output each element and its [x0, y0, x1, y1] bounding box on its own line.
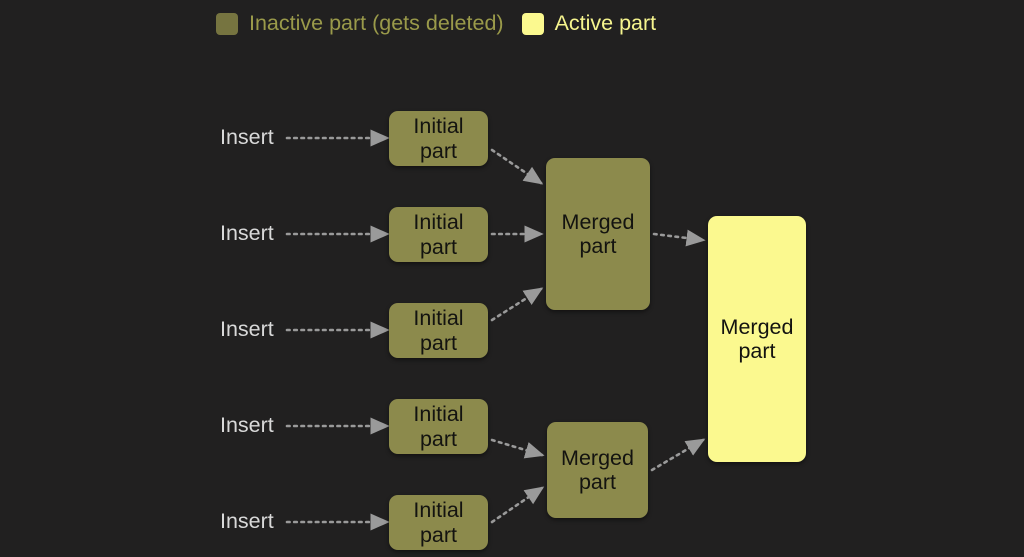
merged-part-box-1[interactable]: Merged part	[546, 158, 650, 310]
legend-label-active: Active part	[554, 11, 657, 36]
active-swatch-icon	[521, 13, 544, 35]
initial-part-box-2[interactable]: Initial part	[389, 207, 488, 262]
initial-part-line2: part	[419, 522, 458, 547]
initial-part-box-5[interactable]: Initial part	[389, 495, 488, 550]
inactive-swatch-icon	[216, 13, 238, 35]
insert-label-3: Insert	[220, 317, 274, 341]
active-merged-part-line2: part	[738, 339, 776, 363]
initial-part-line1: Initial	[413, 114, 464, 139]
arrow-initial3-to-merged1	[490, 287, 544, 322]
initial-part-line1: Initial	[413, 210, 464, 235]
merged-part-box-2[interactable]: Merged part	[547, 422, 648, 518]
arrow-merged1-to-final	[652, 229, 706, 247]
initial-part-line1: Initial	[413, 498, 464, 523]
legend-item-inactive: Inactive part (gets deleted)	[216, 13, 504, 35]
insert-label-5: Insert	[220, 509, 274, 533]
legend: Inactive part (gets deleted) Active part	[216, 9, 656, 39]
arrow-initial1-to-merged1	[490, 148, 544, 185]
merged-part-line2: part	[578, 470, 617, 494]
merged-part-line1: Merged	[561, 209, 635, 234]
legend-label-inactive: Inactive part (gets deleted)	[249, 11, 504, 36]
initial-part-line2: part	[419, 138, 458, 163]
arrow-initial4-to-merged2	[490, 438, 545, 459]
insert-label-4: Insert	[220, 413, 274, 437]
arrow-merged2-to-final	[650, 438, 706, 472]
initial-part-box-1[interactable]: Initial part	[389, 111, 488, 166]
arrow-initial5-to-merged2	[490, 486, 545, 524]
merged-part-line1: Merged	[561, 445, 634, 470]
legend-item-active: Active part	[521, 11, 657, 36]
insert-label-2: Insert	[220, 221, 274, 245]
initial-part-line2: part	[419, 234, 458, 259]
insert-label-1: Insert	[220, 125, 274, 149]
initial-part-box-4[interactable]: Initial part	[389, 399, 488, 454]
initial-part-line2: part	[419, 330, 458, 355]
initial-part-line2: part	[419, 426, 458, 451]
initial-part-box-3[interactable]: Initial part	[389, 303, 488, 358]
merged-part-line2: part	[579, 234, 617, 258]
initial-part-line1: Initial	[413, 306, 464, 331]
merged-part-box-active[interactable]: Merged part	[708, 216, 806, 462]
initial-part-line1: Initial	[413, 402, 464, 427]
active-merged-part-line1: Merged	[720, 314, 794, 339]
